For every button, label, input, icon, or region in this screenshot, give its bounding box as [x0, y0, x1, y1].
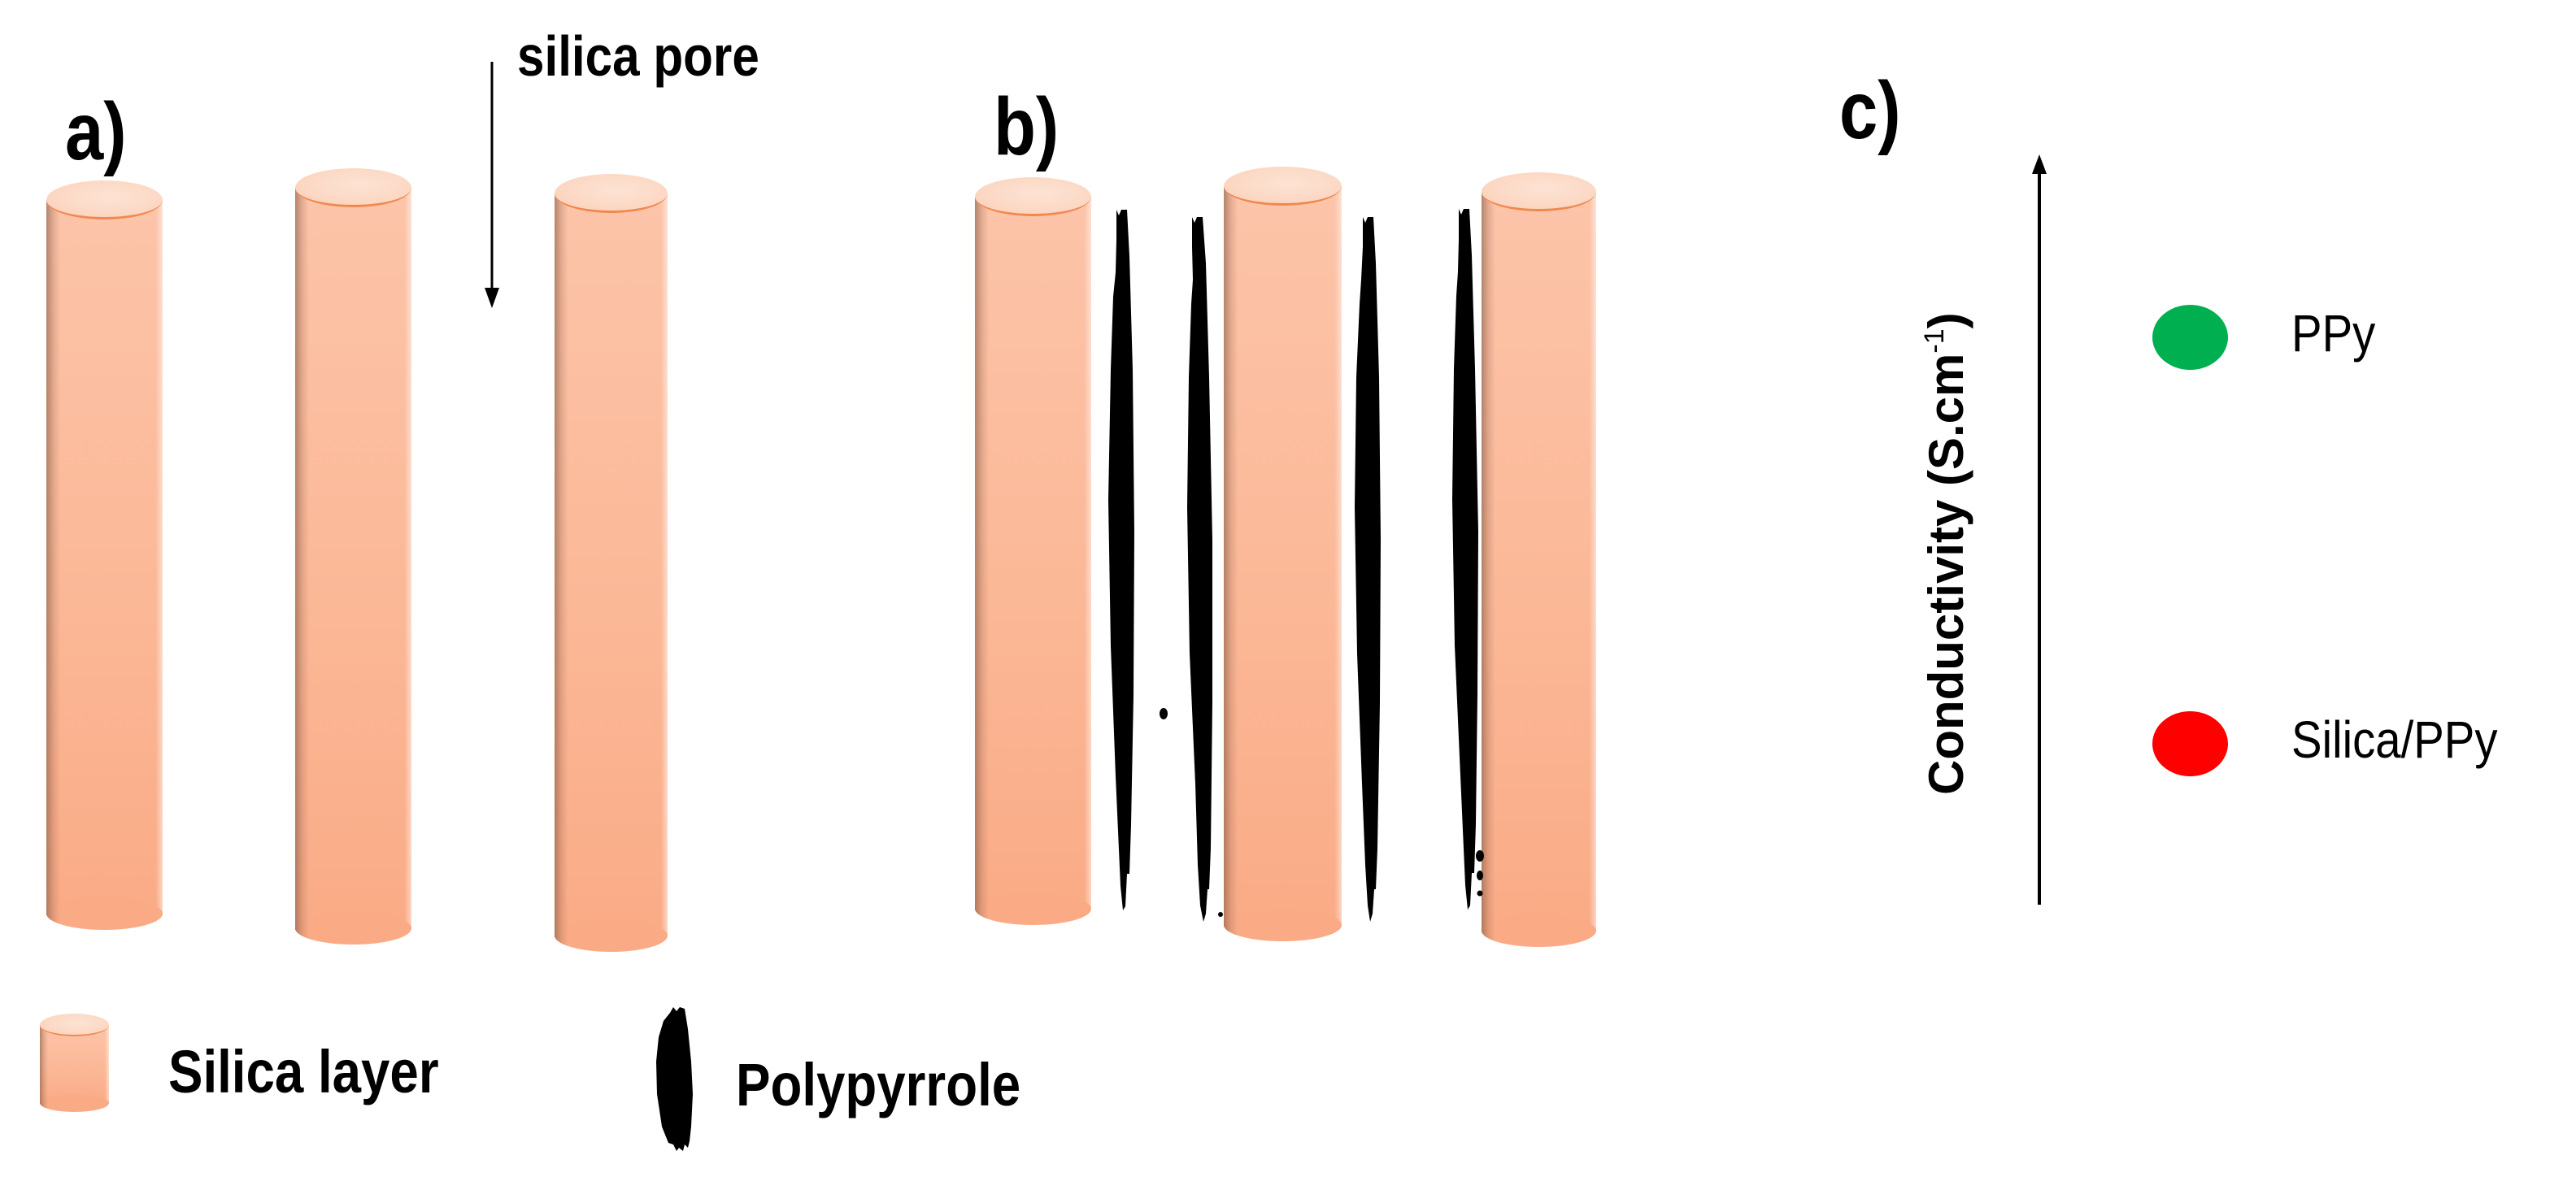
cylinder-body	[1482, 192, 1596, 932]
axis-label-superscript: -1	[1919, 328, 1950, 354]
pore-arrow-icon	[485, 62, 499, 308]
cylinder-bottom	[975, 893, 1091, 925]
silica-cylinder-b1	[975, 177, 1091, 925]
silica-cylinder-a2	[295, 168, 411, 945]
silica-cylinder-b2	[1224, 167, 1342, 941]
conductivity-axis-label: Conductivity (S.cm-1)	[1919, 312, 1973, 795]
cylinder-top	[295, 168, 411, 207]
silica-cylinder-a3	[555, 174, 668, 952]
cylinder-body	[555, 193, 668, 937]
silica-cylinder-b3	[1482, 172, 1596, 947]
polypyrrole-speck	[1218, 912, 1223, 917]
cylinder-bottom	[295, 912, 411, 945]
legend-silica-icon	[40, 1014, 109, 1112]
silica-ppy-label: Silica/PPy	[2291, 710, 2498, 769]
cylinder-body	[46, 200, 163, 915]
axis-label-main: Conductivity (S.cm	[1919, 353, 1973, 795]
cylinder-top	[40, 1014, 109, 1036]
legend-polypyrrole-icon	[656, 1007, 693, 1151]
panel-a-label: a)	[65, 86, 127, 177]
cylinder-top	[555, 174, 668, 213]
cylinder-body	[40, 1025, 109, 1104]
panel-c-label: c)	[1839, 65, 1901, 156]
ppy-label: PPy	[2291, 304, 2376, 363]
cylinder-bottom	[555, 919, 668, 952]
silica-cylinder-a1	[46, 180, 163, 930]
axis-label-close: )	[1919, 312, 1973, 329]
cylinder-top	[1482, 172, 1596, 211]
cylinder-top	[46, 180, 163, 219]
cylinder-body	[295, 188, 411, 930]
silica-ppy-data-point	[2152, 711, 2228, 776]
polypyrrole-strand-2	[1187, 217, 1212, 922]
cylinder-bottom	[1482, 914, 1596, 947]
polypyrrole-speck	[1160, 708, 1168, 719]
ppy-data-point	[2152, 305, 2228, 370]
legend-silica-label: Silica layer	[168, 1038, 439, 1105]
polypyrrole-strand-3	[1355, 217, 1381, 922]
conductivity-axis-arrow-icon	[2032, 154, 2047, 905]
cylinder-top	[975, 177, 1091, 216]
polypyrrole-strand-1	[1108, 210, 1134, 910]
cylinder-top	[1224, 167, 1342, 206]
cylinder-bottom	[40, 1094, 109, 1112]
cylinder-bottom	[1224, 909, 1342, 941]
cylinder-body	[975, 197, 1091, 910]
cylinder-body	[1224, 186, 1342, 927]
polypyrrole-speck	[1476, 850, 1484, 897]
polypyrrole-strand-4	[1452, 209, 1478, 910]
legend-polypyrrole-label: Polypyrrole	[736, 1051, 1021, 1118]
silica-pore-label: silica pore	[517, 24, 759, 88]
panel-b-label: b)	[994, 81, 1060, 172]
cylinder-bottom	[46, 897, 163, 930]
